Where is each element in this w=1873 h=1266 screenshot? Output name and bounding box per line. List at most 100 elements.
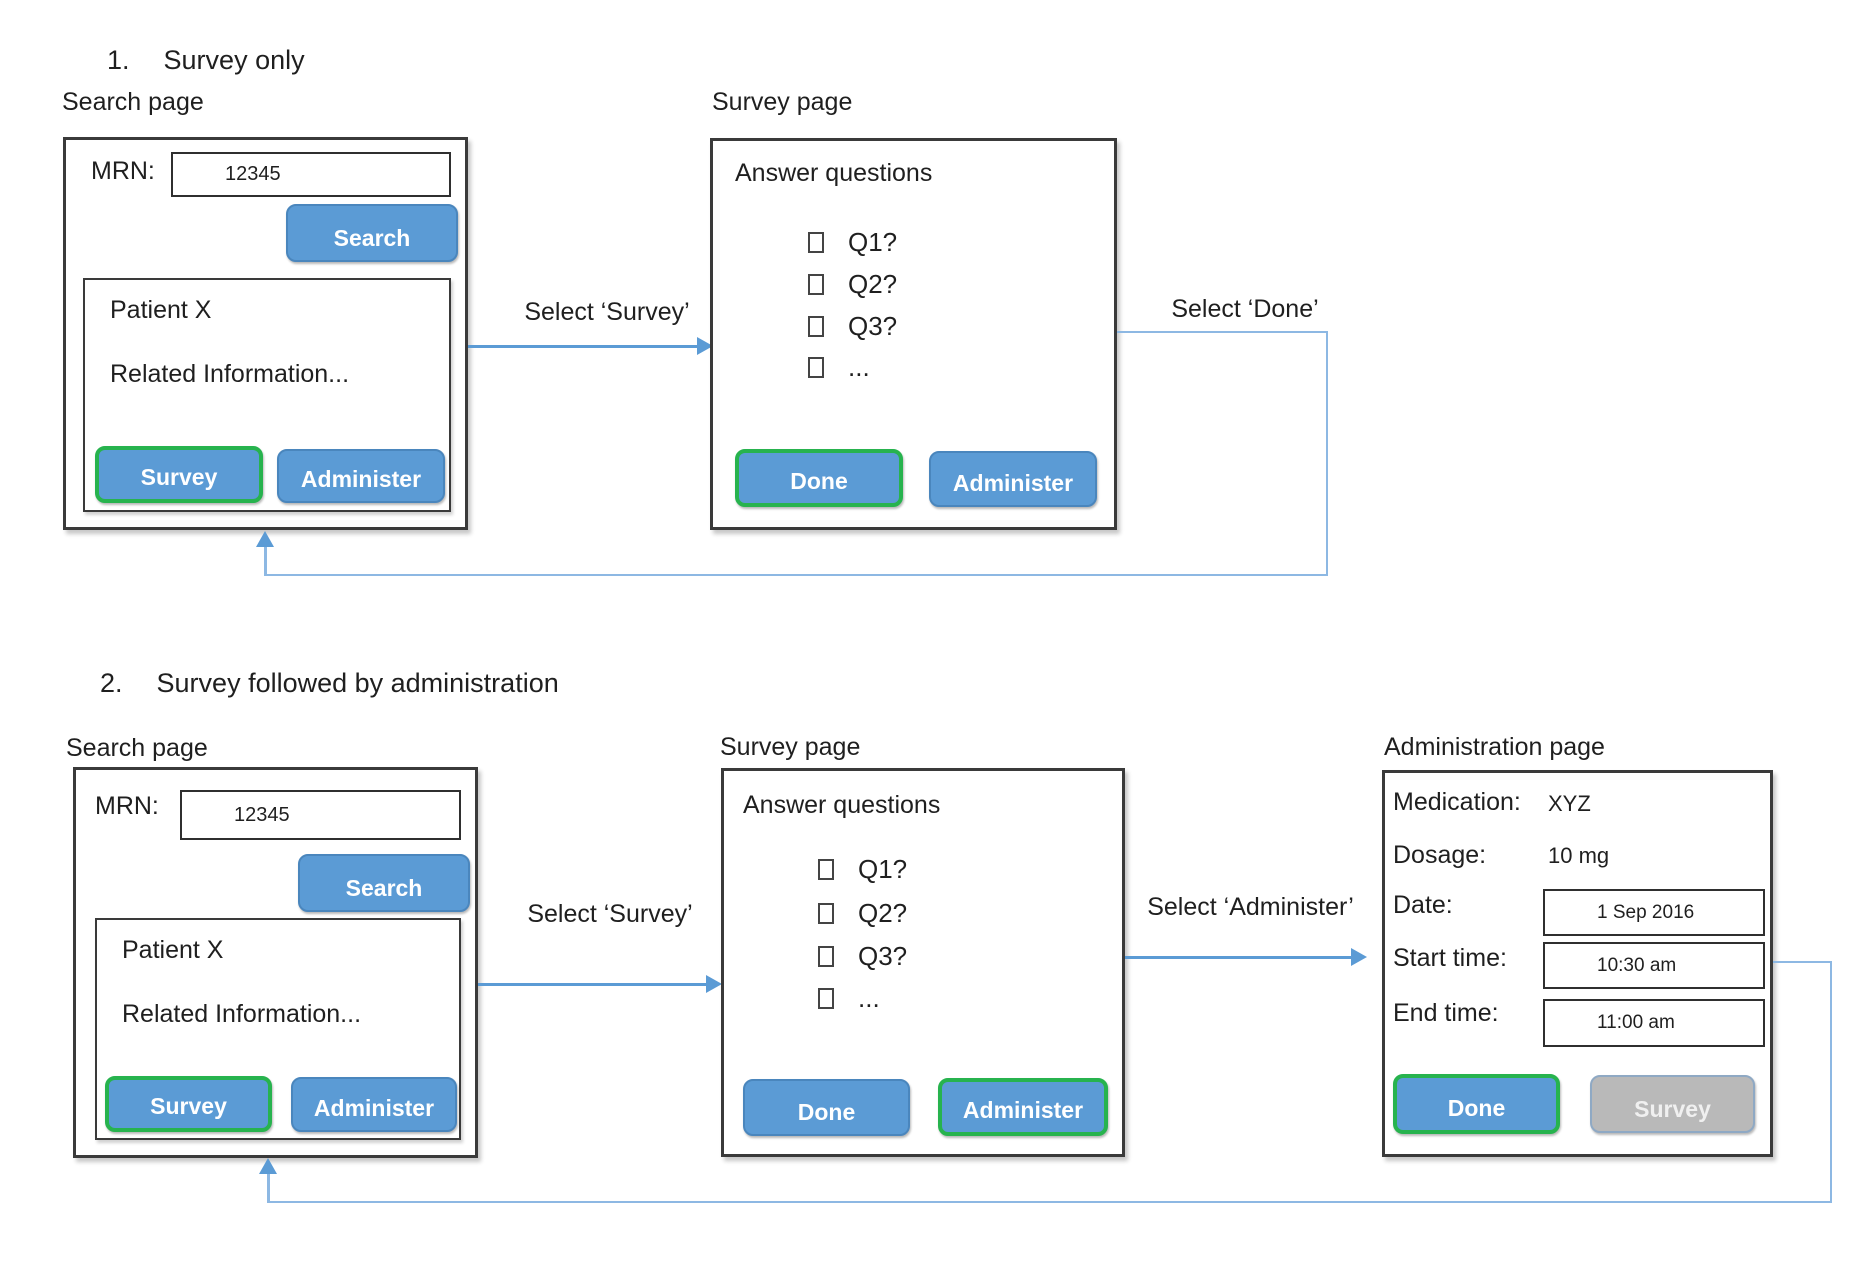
- question-row: Q2?: [808, 269, 897, 300]
- done-button-label: Done: [1447, 1095, 1506, 1121]
- question-label: Q3?: [858, 941, 908, 971]
- mrn-input-value: 12345: [234, 803, 290, 826]
- start-time-input-value: 10:30 am: [1597, 954, 1677, 976]
- flow2-administration-page: Medication: XYZ Dosage: 10 mg Date: 1 Se…: [1382, 770, 1773, 1157]
- survey-title: Answer questions: [743, 791, 941, 819]
- flow1-select-survey-label: Select ‘Survey’: [524, 298, 690, 326]
- search-button-label: Search: [333, 225, 411, 251]
- administer-button[interactable]: Administer: [291, 1077, 457, 1132]
- flow1-search-page: MRN: 12345 Search Patient X Related Info…: [63, 137, 468, 530]
- return-line: [1117, 331, 1328, 333]
- return-line: [1326, 331, 1328, 576]
- question-label: Q2?: [848, 269, 898, 299]
- patient-result-panel: Patient X Related Information... Survey …: [95, 918, 461, 1140]
- checkbox-icon[interactable]: [818, 988, 834, 1009]
- checkbox-icon[interactable]: [818, 859, 834, 880]
- checkbox-icon[interactable]: [808, 316, 824, 337]
- administer-button-label: Administer: [962, 1097, 1084, 1123]
- arrow-up-icon: [259, 1158, 277, 1174]
- question-row: Q2?: [818, 898, 907, 929]
- arrow-right-icon: [1351, 948, 1367, 966]
- flow1-heading: 1. Survey only: [107, 45, 305, 76]
- flow1-survey-page-label: Survey page: [712, 88, 853, 116]
- question-label: Q3?: [848, 311, 898, 341]
- mrn-label: MRN:: [95, 792, 159, 820]
- end-time-input-value: 11:00 am: [1597, 1012, 1675, 1033]
- search-button[interactable]: Search: [286, 204, 458, 262]
- date-input[interactable]: 1 Sep 2016: [1543, 889, 1765, 936]
- patient-name: Patient X: [122, 936, 224, 964]
- checkbox-icon[interactable]: [818, 946, 834, 967]
- flow2-heading-number: 2.: [100, 668, 123, 698]
- end-time-input[interactable]: 11:00 am: [1543, 999, 1765, 1047]
- checkbox-icon[interactable]: [808, 232, 824, 253]
- survey-title: Answer questions: [735, 159, 933, 187]
- mrn-input[interactable]: 12345: [180, 790, 461, 840]
- checkbox-icon[interactable]: [808, 274, 824, 295]
- flow2-search-page: MRN: 12345 Search Patient X Related Info…: [73, 767, 478, 1158]
- question-label: Q1?: [858, 854, 908, 884]
- date-input-value: 1 Sep 2016: [1597, 901, 1695, 923]
- question-row: Q1?: [808, 227, 897, 258]
- done-button[interactable]: Done: [735, 449, 903, 507]
- flow1-search-page-label: Search page: [62, 88, 204, 116]
- done-button-label: Done: [797, 1099, 856, 1125]
- start-time-label: Start time:: [1393, 944, 1507, 972]
- connector-line: [1125, 956, 1351, 959]
- flow1-heading-title: Survey only: [163, 45, 305, 75]
- return-line: [267, 1201, 1832, 1203]
- medication-value: XYZ: [1548, 791, 1591, 816]
- administer-button-label: Administer: [313, 1095, 435, 1121]
- arrow-right-icon: [697, 337, 713, 355]
- question-label: ...: [848, 352, 870, 382]
- mrn-input[interactable]: 12345: [171, 152, 451, 197]
- dosage-label: Dosage:: [1393, 841, 1487, 869]
- checkbox-icon[interactable]: [818, 903, 834, 924]
- end-time-label: End time:: [1393, 999, 1499, 1027]
- question-label: ...: [858, 983, 880, 1013]
- question-row: Q1?: [818, 854, 907, 885]
- return-line: [264, 574, 1328, 576]
- search-button-label: Search: [345, 875, 423, 901]
- survey-button-label: Survey: [1634, 1096, 1711, 1122]
- done-button-label: Done: [790, 468, 848, 494]
- mrn-input-value: 12345: [225, 163, 281, 185]
- administer-button[interactable]: Administer: [277, 449, 445, 503]
- survey-button[interactable]: Survey: [95, 446, 263, 503]
- administer-button-label: Administer: [300, 466, 422, 492]
- question-row: Q3?: [818, 941, 907, 972]
- survey-button-label: Survey: [140, 464, 218, 490]
- administer-button[interactable]: Administer: [929, 451, 1097, 507]
- arrow-right-icon: [706, 975, 722, 993]
- search-button[interactable]: Search: [298, 854, 470, 912]
- administer-button[interactable]: Administer: [938, 1078, 1108, 1136]
- flow2-survey-page-label: Survey page: [720, 733, 861, 761]
- survey-button-disabled[interactable]: Survey: [1590, 1075, 1755, 1133]
- checkbox-icon[interactable]: [808, 357, 824, 378]
- return-line: [1773, 961, 1832, 963]
- flow1-heading-number: 1.: [107, 45, 130, 75]
- question-label: Q1?: [848, 227, 898, 257]
- question-row: ...: [818, 983, 880, 1014]
- done-button[interactable]: Done: [743, 1079, 910, 1136]
- date-label: Date:: [1393, 891, 1453, 919]
- connector-line: [478, 983, 706, 986]
- return-line: [1830, 961, 1832, 1203]
- related-info: Related Information...: [110, 360, 350, 388]
- flow1-select-done-label: Select ‘Done’: [1171, 295, 1319, 323]
- flow2-search-page-label: Search page: [66, 734, 208, 762]
- patient-result-panel: Patient X Related Information... Survey …: [83, 278, 451, 512]
- administer-button-label: Administer: [952, 470, 1074, 496]
- survey-button[interactable]: Survey: [105, 1076, 272, 1132]
- start-time-input[interactable]: 10:30 am: [1543, 942, 1765, 989]
- mrn-label: MRN:: [91, 157, 155, 185]
- patient-name: Patient X: [110, 296, 212, 324]
- done-button[interactable]: Done: [1393, 1074, 1560, 1134]
- return-line: [267, 1174, 270, 1202]
- flow2-select-administer-label: Select ‘Administer’: [1147, 893, 1354, 921]
- medication-label: Medication:: [1393, 788, 1521, 816]
- question-row: ...: [808, 352, 870, 383]
- dosage-value: 10 mg: [1548, 843, 1610, 868]
- flow2-select-survey-label: Select ‘Survey’: [527, 900, 693, 928]
